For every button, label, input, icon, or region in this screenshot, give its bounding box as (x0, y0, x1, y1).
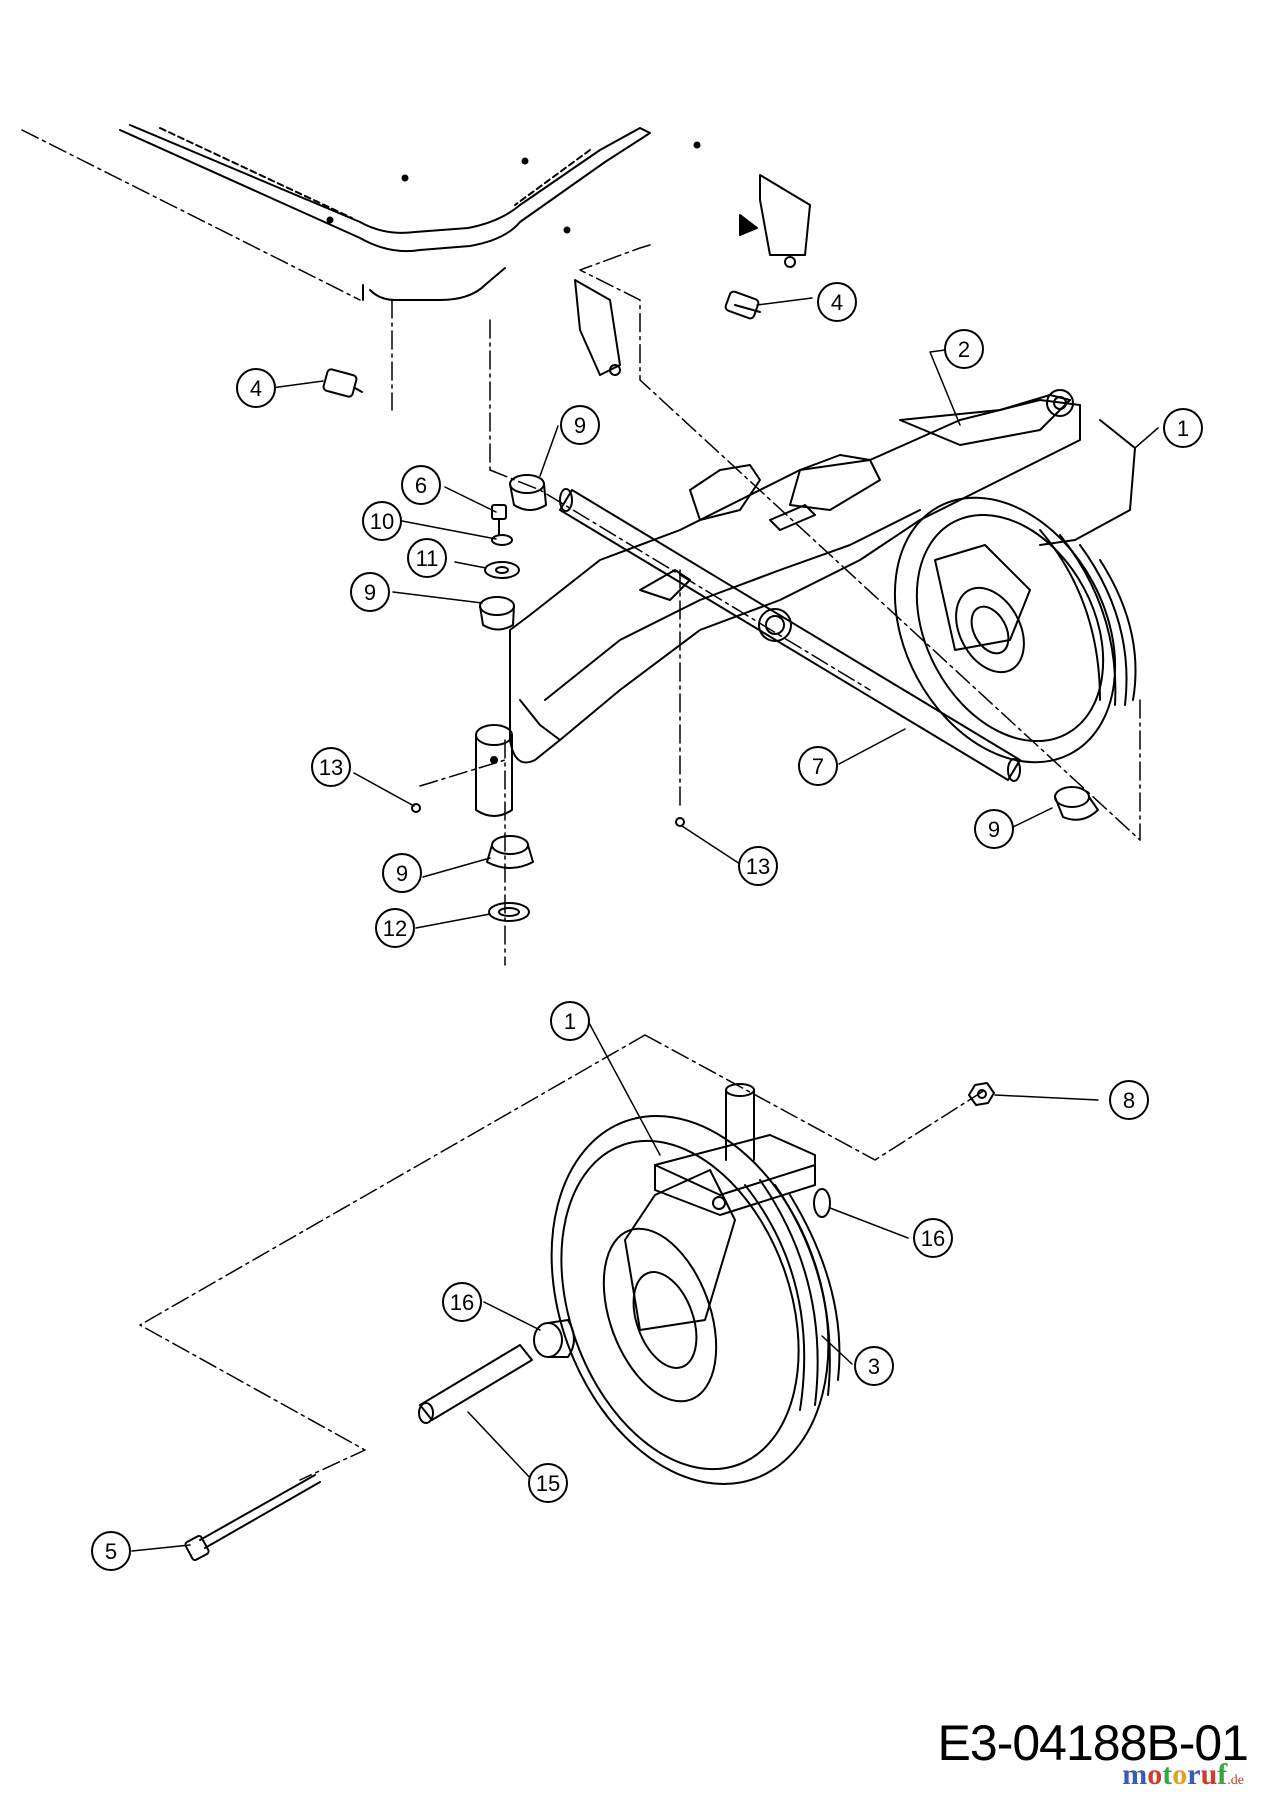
callout-bubble: 4 (236, 368, 276, 408)
lock-washer (491, 534, 513, 546)
left-bracket (574, 279, 621, 376)
callout-number: 1 (564, 1009, 576, 1034)
grease-fittings (411, 803, 685, 827)
bolt-upper-right (724, 290, 761, 320)
caster-nut (968, 1082, 995, 1106)
caster-assembly-lines (139, 1034, 986, 1481)
callout-bubble: 11 (407, 538, 447, 578)
right-bracket (739, 174, 811, 268)
callout-bubble: 16 (913, 1218, 953, 1258)
callout-number: 16 (450, 1290, 474, 1315)
callout-bubble: 13 (738, 846, 778, 886)
callout-bubble: 4 (817, 282, 857, 322)
callout-number: 9 (574, 413, 586, 438)
callout-number: 9 (988, 817, 1000, 842)
callout-bubble: 9 (974, 809, 1014, 849)
small-bolt (491, 504, 507, 536)
callout-number: 1 (1177, 416, 1189, 441)
callout-leaders (131, 297, 1159, 1552)
callout-bubble: 9 (382, 853, 422, 893)
callout-number: 4 (250, 376, 262, 401)
callout-bubble: 16 (442, 1282, 482, 1322)
callout-number: 7 (812, 754, 824, 779)
watermark-suffix: .de (1227, 1773, 1244, 1788)
callout-number: 2 (958, 337, 970, 362)
bushing-right (1054, 786, 1099, 821)
callout-number: 12 (383, 916, 407, 941)
caster-axle (418, 1344, 533, 1424)
callout-number: 9 (364, 580, 376, 605)
callout-number: 9 (396, 861, 408, 886)
upper-wheel (893, 496, 1137, 764)
caster-spacer-right (813, 1188, 831, 1218)
callout-bubble: 5 (91, 1531, 131, 1571)
deck-plate (119, 124, 701, 301)
callout-bubble: 12 (375, 908, 415, 948)
callout-number: 13 (319, 755, 343, 780)
callout-bubble: 15 (528, 1463, 568, 1503)
callout-bubble: 10 (362, 501, 402, 541)
callout-number: 6 (415, 473, 427, 498)
thrust-washer (488, 902, 530, 922)
callout-number: 10 (370, 509, 394, 534)
bushing-lower (486, 835, 534, 869)
callout-bubble: 7 (798, 746, 838, 786)
callout-bubble: 6 (401, 465, 441, 505)
callout-number: 3 (868, 1354, 880, 1379)
callout-bubble: 3 (854, 1346, 894, 1386)
bushing-upper (509, 474, 547, 511)
callout-number: 13 (746, 854, 770, 879)
deck-assembly-lines (21, 129, 1141, 966)
callout-number: 16 (921, 1226, 945, 1251)
callout-number: 11 (416, 546, 439, 571)
callout-number: 4 (831, 290, 843, 315)
callout-bubble: 13 (311, 747, 351, 787)
callout-bubble: 2 (944, 329, 984, 369)
caster-fork (654, 1083, 816, 1216)
callout-bubble: 9 (560, 405, 600, 445)
watermark-logo: motoruf.de (1122, 1758, 1244, 1791)
callout-number: 5 (105, 1539, 117, 1564)
caster-spacer-left (533, 1319, 575, 1358)
flat-washer (484, 561, 520, 579)
callout-bubble: 1 (1163, 408, 1203, 448)
callout-number: 8 (1123, 1088, 1135, 1113)
pivot-tube (475, 724, 513, 817)
callout-number: 15 (536, 1471, 560, 1496)
drawing-code: E3-04188B-01 (937, 1715, 1249, 1771)
callout-bubble: 1 (550, 1001, 590, 1041)
axle-frame (509, 399, 1081, 764)
callout-bubble: 9 (350, 572, 390, 612)
bushing-mid (479, 596, 515, 631)
callout-bubble: 8 (1109, 1080, 1149, 1120)
caster-wheel (550, 1115, 841, 1485)
bolt-upper-left (322, 368, 363, 398)
caster-bolt (184, 1474, 321, 1561)
